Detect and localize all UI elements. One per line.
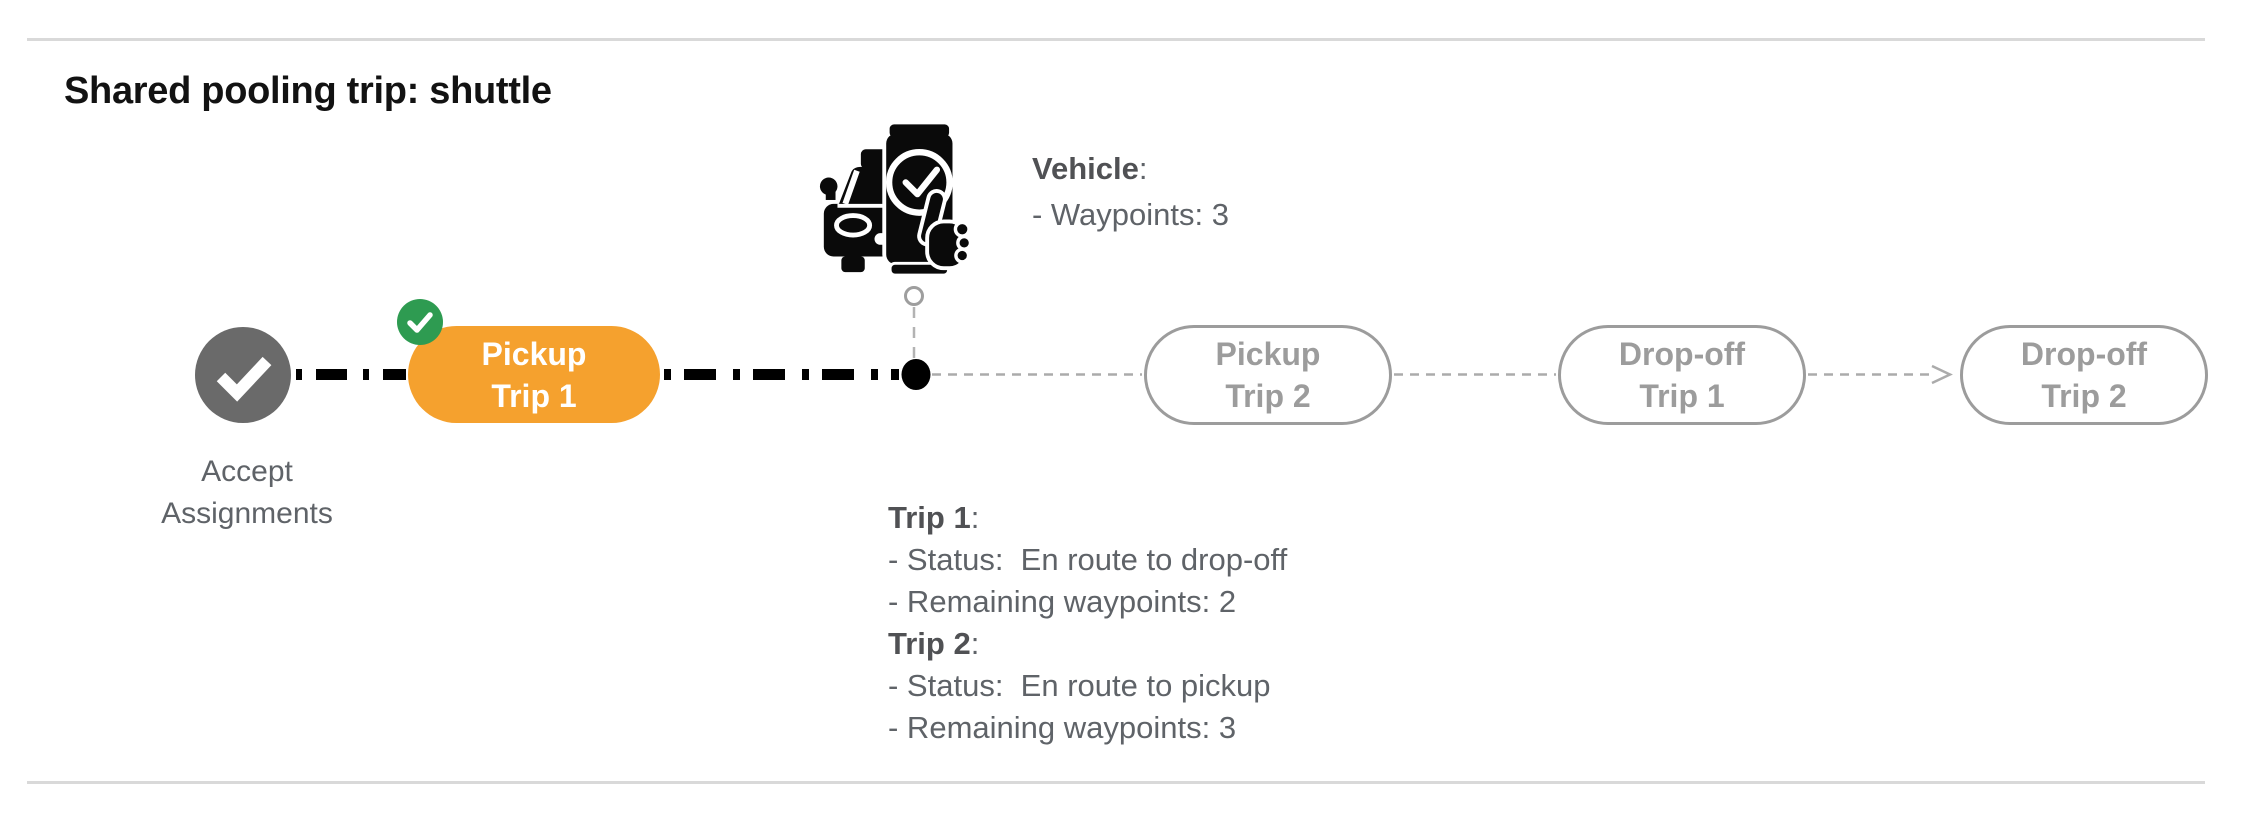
arrowhead-icon	[1931, 364, 1953, 385]
check-circle-icon	[885, 149, 953, 216]
vehicle-info-heading: Vehicle:	[1032, 151, 1148, 186]
accept-assignments-label: Accept Assignments	[161, 455, 333, 530]
stop-pill-pickup-trip1: Pickup Trip 1	[408, 326, 660, 423]
vehicle-label: Vehicle	[1032, 151, 1139, 186]
vehicle-anchor-ring-icon	[904, 286, 924, 306]
trip-status-panel: Trip 1: - Status: En route to drop-off -…	[888, 497, 1287, 749]
vehicle-phone-check-icon	[819, 122, 972, 276]
green-check-badge-icon	[397, 299, 443, 345]
accept-assignments-check-circle-icon	[195, 327, 291, 423]
page-title: Shared pooling trip: shuttle	[64, 70, 552, 112]
pointing-hand-icon	[917, 189, 972, 271]
current-position-dot-icon	[901, 359, 931, 390]
phone-icon	[882, 122, 957, 276]
stop-pill-dropoff-trip1: Drop-off Trip 1	[1558, 325, 1806, 425]
trip1-status-line: - Status: En route to drop-off	[888, 542, 1288, 577]
top-divider	[27, 38, 2205, 41]
stop-pill-dropoff-trip2: Drop-off Trip 2	[1960, 325, 2208, 425]
vehicle-info-panel: Vehicle: - Waypoints: 3	[1032, 146, 1229, 238]
bottom-divider	[27, 781, 2205, 784]
trip2-status-line: - Status: En route to pickup	[888, 668, 1271, 703]
stop-pill-pickup-trip2: Pickup Trip 2	[1144, 325, 1392, 425]
trip2-waypoints-line: - Remaining waypoints: 3	[888, 710, 1237, 745]
trip2-heading: Trip 2:	[888, 626, 980, 661]
trip1-heading: Trip 1:	[888, 500, 980, 535]
vehicle-waypoints-line: - Waypoints: 3	[1032, 197, 1229, 232]
trip1-waypoints-line: - Remaining waypoints: 2	[888, 584, 1237, 619]
